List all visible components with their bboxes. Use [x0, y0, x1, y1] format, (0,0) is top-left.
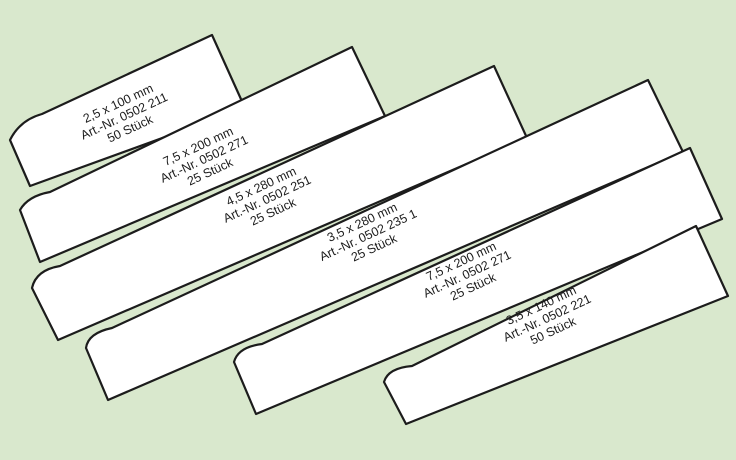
strip-4: 3,5 x 280 mm Art.-Nr. 0502 235 1 25 Stüc… — [84, 78, 685, 402]
strip-3: 4,5 x 280 mm Art.-Nr. 0502 251 25 Stück — [30, 64, 529, 342]
strip-4-shape — [84, 78, 685, 402]
strip-5-shape — [232, 146, 724, 416]
strip-5: 7,5 x 200 mm Art.-Nr. 0502 271 25 Stück — [232, 146, 724, 416]
strip-1-shape — [8, 33, 247, 188]
strip-2-shape — [18, 45, 387, 264]
strip-3-shape — [30, 64, 529, 342]
strip-6-shape — [382, 224, 730, 426]
strip-2: 7,5 x 200 mm Art.-Nr. 0502 271 25 Stück — [18, 45, 387, 264]
